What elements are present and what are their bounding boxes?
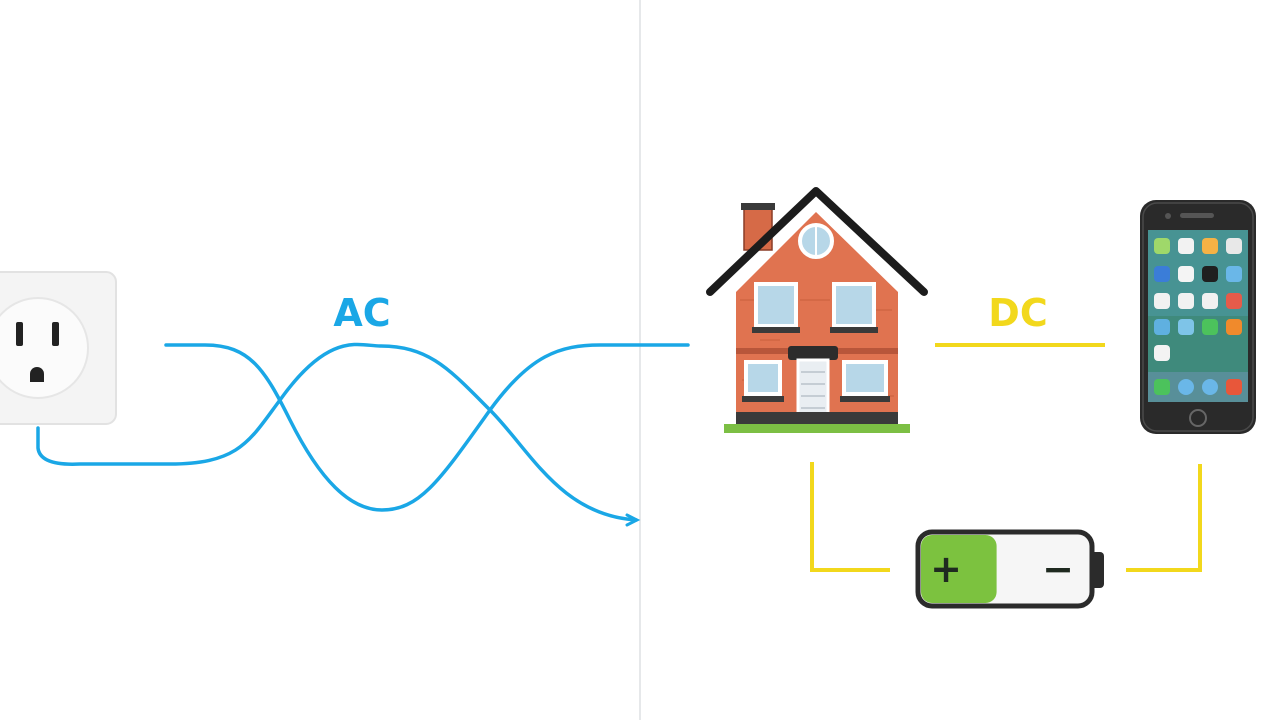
battery-icon: + − (915, 529, 1104, 609)
ac-arrow-head (625, 513, 641, 527)
dc-wire-house-battery (810, 462, 890, 572)
dc-wires (810, 343, 1202, 572)
dc-label: DC (988, 291, 1047, 335)
outlet-icon (0, 271, 117, 425)
dc-wire-phone-battery (1126, 464, 1202, 572)
battery-positive-symbol: + (930, 547, 962, 591)
ac-waves (36, 342, 690, 527)
ac-wave-2 (164, 343, 690, 512)
battery-charge-fill (921, 535, 997, 603)
phone-icon (1140, 200, 1256, 434)
phone-app-grid (1154, 238, 1242, 361)
ac-label: AC (333, 291, 390, 335)
ac-wave-1 (36, 342, 638, 522)
house-icon (706, 187, 928, 433)
battery-negative-symbol: − (1042, 547, 1074, 591)
